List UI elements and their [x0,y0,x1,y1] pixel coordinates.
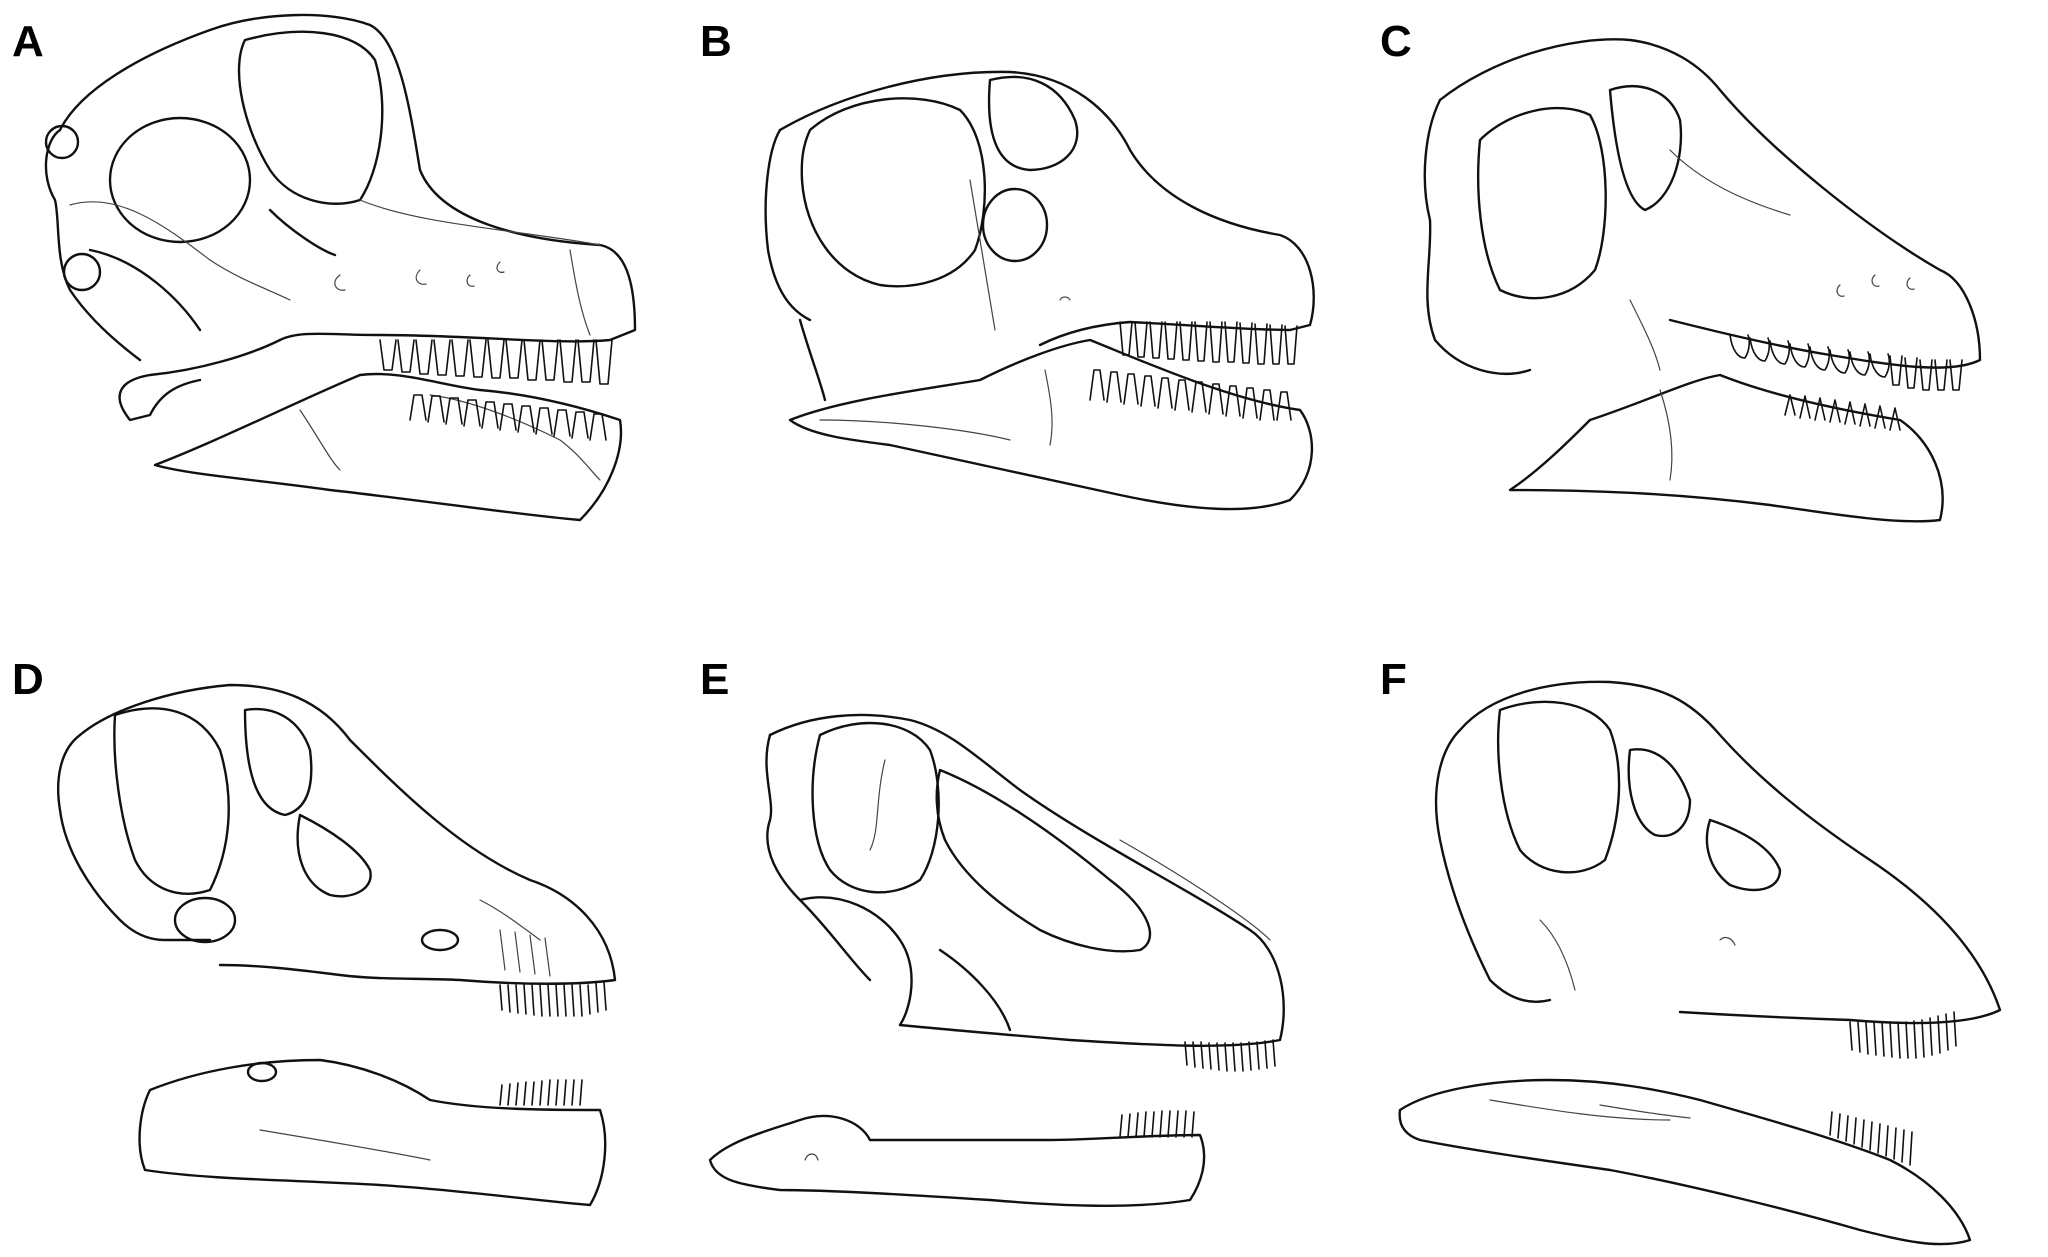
skull-drawing-d [57,683,617,1207]
skull-drawing-e [708,713,1285,1207]
panel-a: A [0,0,660,560]
panel-d: D [0,640,660,1257]
panel-label-a: A [12,17,44,66]
panel-f: F [1370,640,2048,1257]
panel-label-c: C [1380,17,1412,66]
panel-label-d: D [12,655,44,704]
panel-b: B [690,0,1350,560]
panel-label-f: F [1380,655,1407,704]
panel-e: E [690,640,1350,1257]
skull-drawing-c [1423,38,1982,523]
skull-drawing-a [44,13,637,522]
panel-c: C [1370,0,2048,560]
panel-label-b: B [700,17,732,66]
panel-label-e: E [700,655,730,704]
skull-drawing-f [1398,680,2002,1246]
skull-drawing-b [764,70,1315,511]
